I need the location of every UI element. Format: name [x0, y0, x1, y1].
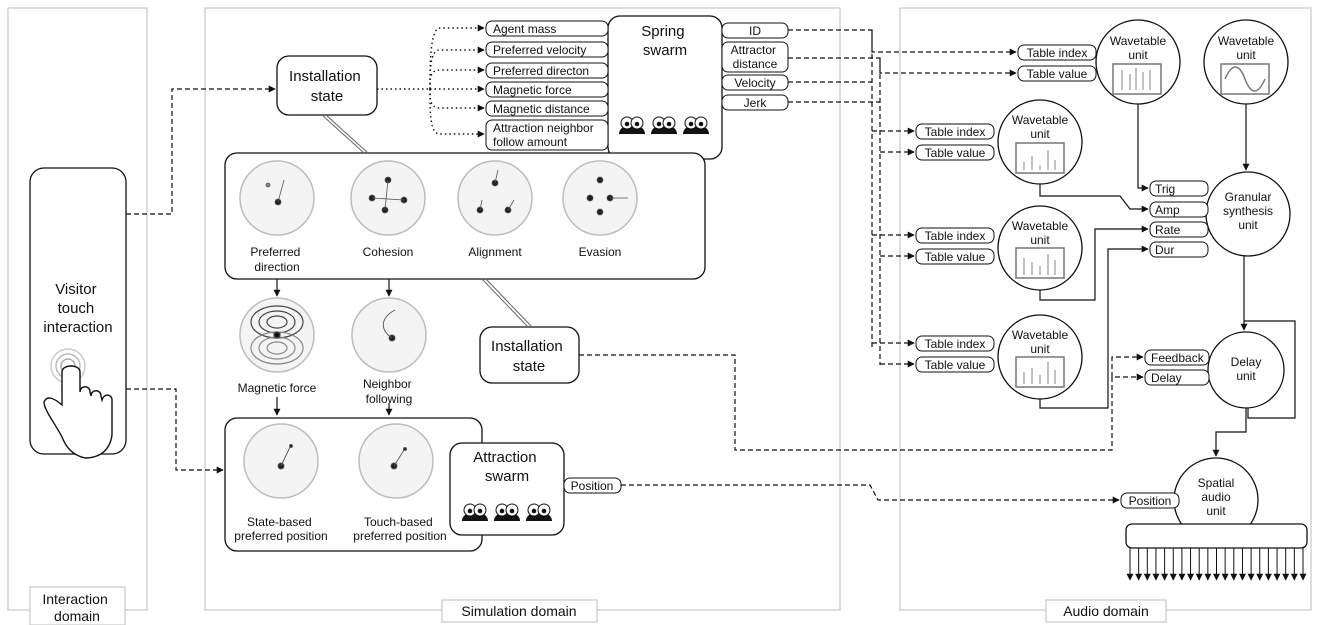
port-preferred-velocity	[485, 41, 609, 58]
port-attraction-neighbor	[485, 119, 609, 151]
port-agent-mass-label: Agent mass	[493, 22, 556, 36]
behavior-agent-glyphs	[265, 169, 628, 216]
port-attractor-distance-label: Attractor distance	[731, 43, 780, 71]
granular-rate-label: Rate	[1155, 223, 1181, 237]
port-attraction-neighbor-label: Attraction neighbor follow amount	[493, 121, 597, 149]
wt-a-table-index	[1017, 44, 1097, 61]
port-attractor-distance	[721, 41, 789, 73]
delay-delay-label: Delay	[1151, 371, 1182, 385]
speaker-output-bus	[1125, 523, 1308, 549]
port-magnetic-force-label: Magnetic force	[493, 83, 572, 97]
port-preferred-direction	[485, 62, 609, 79]
attraction-swarm-agents-icon	[462, 503, 552, 521]
magnetic-field-glyph	[250, 305, 304, 365]
granular-amp	[1149, 201, 1209, 218]
force-label-magnetic: Magnetic force	[238, 381, 317, 395]
attraction-swarm-label: Attraction swarm	[473, 449, 541, 485]
port-preferred-velocity-label: Preferred velocity	[493, 43, 586, 57]
visitor-touch-label: Visitor touch interaction	[43, 281, 112, 336]
wt-4-table-index	[915, 335, 995, 352]
installation-state-top-label: Installation state	[289, 68, 365, 105]
speaker-output-arrows	[1126, 548, 1307, 581]
wt-4-table-index-label: Table index	[925, 337, 986, 351]
delay-feedback	[1144, 349, 1210, 366]
behavior-label-alignment: Alignment	[468, 245, 522, 259]
touch-hand-icon	[43, 348, 113, 459]
state-based-label: State-based preferred position	[234, 515, 327, 543]
neighbor-following-glyph	[382, 309, 396, 342]
delay-feedback-label: Feedback	[1151, 351, 1205, 365]
wt-2-table-value-label: Table value	[925, 146, 986, 160]
wt-3-table-index-label: Table index	[925, 229, 986, 243]
evasion-circle	[562, 160, 638, 236]
spring-swarm-label: Spring swarm	[641, 23, 689, 59]
granular-trig	[1149, 180, 1209, 197]
wavetable-a-icon	[1112, 63, 1162, 95]
port-id-label: ID	[749, 24, 761, 38]
link-visitor-to-positions	[126, 388, 224, 474]
touch-based-label: Touch-based preferred position	[353, 515, 446, 543]
spatial-position-label: Position	[1129, 494, 1172, 508]
wt-2-table-index	[915, 123, 995, 140]
port-preferred-direction-label: Preferred directon	[493, 64, 589, 78]
neighbor-following-circle	[351, 297, 427, 373]
granular-rate	[1149, 221, 1209, 238]
wt-3-table-index	[915, 227, 995, 244]
wt-a-table-value-label: Table value	[1027, 67, 1088, 81]
wt-a-table-value	[1017, 65, 1097, 82]
wt-4-table-value-label: Table value	[925, 358, 986, 372]
port-magnetic-distance-label: Magnetic distance	[493, 102, 590, 116]
port-magnetic-distance	[485, 100, 609, 117]
cohesion-circle	[350, 160, 426, 236]
wt-a-table-index-label: Table index	[1027, 46, 1088, 60]
state-based-circle	[243, 423, 319, 499]
wt-3-table-value-label: Table value	[925, 250, 986, 264]
wt-3-table-value	[915, 248, 995, 265]
force-label-neighbor: Neighbor following	[363, 377, 415, 406]
audio-domain-label: Audio domain	[1063, 603, 1149, 619]
port-attraction-position-label: Position	[571, 479, 614, 493]
granular-dur-label: Dur	[1155, 243, 1174, 257]
granular-amp-label: Amp	[1155, 203, 1180, 217]
alignment-circle	[457, 160, 533, 236]
touch-based-circle	[358, 423, 434, 499]
interaction-domain-label: Interaction domain	[42, 591, 111, 624]
spatial-position	[1120, 492, 1180, 509]
port-agent-mass	[485, 20, 609, 37]
installation-state-mid-label: Installation state	[491, 338, 567, 375]
port-velocity-label: Velocity	[734, 76, 775, 90]
port-magnetic-force	[485, 81, 609, 98]
behavior-label-evasion: Evasion	[579, 245, 622, 259]
preferred-position-glyphs	[277, 444, 407, 470]
delay-delay	[1144, 369, 1210, 386]
simulation-domain-label: Simulation domain	[461, 603, 576, 619]
port-jerk-label: Jerk	[744, 96, 768, 110]
wt-4-table-value	[915, 356, 995, 373]
behavior-label-cohesion: Cohesion	[363, 245, 414, 259]
spring-swarm-agents-icon	[619, 116, 709, 134]
link-state-to-delay	[579, 354, 1144, 451]
wt-2-table-value	[915, 144, 995, 161]
preferred-direction-circle	[239, 160, 315, 236]
installation-state-top-box	[276, 55, 378, 116]
behavior-label-preferred-direction: Preferred direction	[250, 245, 303, 274]
link-position-to-spatial	[621, 484, 1120, 504]
link-visitor-to-state	[126, 85, 276, 215]
granular-trig-label: Trig	[1155, 182, 1175, 196]
granular-dur	[1149, 241, 1209, 258]
wt-2-table-index-label: Table index	[925, 125, 986, 139]
